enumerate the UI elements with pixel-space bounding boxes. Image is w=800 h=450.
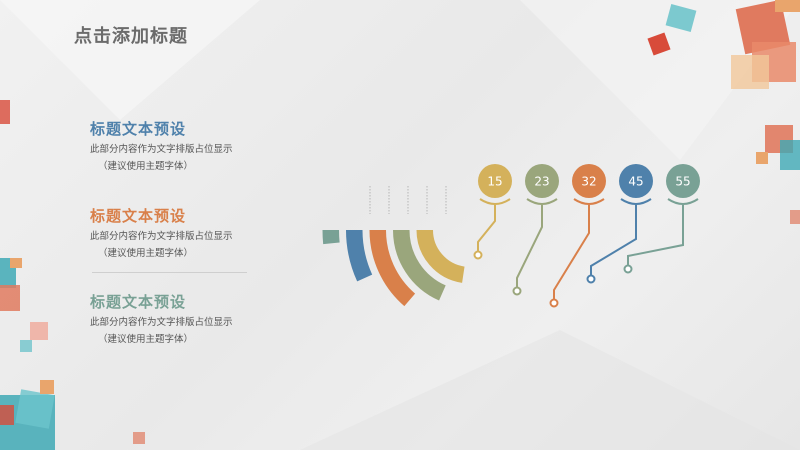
leader-dot: [549, 298, 559, 308]
arc-band: [346, 229, 373, 282]
text-block-1: 标题文本预设 此部分内容作为文字排版占位显示 （建议使用主题字体）: [90, 118, 320, 175]
block-body: 此部分内容作为文字排版占位显示 （建议使用主题字体）: [90, 314, 320, 348]
leader-line: [553, 205, 590, 300]
value-circle: [572, 164, 606, 198]
text-block-2: 标题文本预设 此部分内容作为文字排版占位显示 （建议使用主题字体）: [90, 205, 320, 262]
block-heading: 标题文本预设: [90, 120, 187, 138]
value-label: 32: [581, 175, 596, 189]
leader-line: [590, 205, 637, 276]
value-circle: [525, 164, 559, 198]
leader-bracket: [573, 198, 605, 205]
block-line: 此部分内容作为文字排版占位显示: [90, 144, 233, 155]
block-note: （建议使用主题字体）: [98, 334, 194, 345]
arc-band: [416, 229, 465, 283]
leader-bracket: [620, 198, 652, 205]
value-label: 23: [534, 175, 549, 189]
block-note: （建议使用主题字体）: [98, 161, 194, 172]
leader-dot: [512, 286, 522, 296]
leader-bracket: [526, 198, 558, 205]
block-body: 此部分内容作为文字排版占位显示 （建议使用主题字体）: [90, 228, 320, 262]
block-line: 此部分内容作为文字排版占位显示: [90, 317, 233, 328]
value-label: 15: [487, 175, 502, 189]
value-label: 45: [628, 175, 643, 189]
leader-dot: [473, 250, 483, 260]
leader-line: [627, 205, 684, 266]
text-block-3: 标题文本预设 此部分内容作为文字排版占位显示 （建议使用主题字体）: [90, 291, 320, 348]
arc-band: [369, 229, 416, 307]
value-label: 55: [675, 175, 690, 189]
block-line: 此部分内容作为文字排版占位显示: [90, 231, 233, 242]
block-heading: 标题文本预设: [90, 207, 187, 225]
leader-dot: [586, 274, 596, 284]
leader-bracket: [479, 198, 511, 205]
arc-band: [393, 229, 446, 301]
block-heading: 标题文本预设: [90, 293, 187, 311]
divider: [92, 272, 247, 273]
leader-bracket: [667, 198, 699, 205]
value-circle: [478, 164, 512, 198]
value-circle: [666, 164, 700, 198]
slide-title: 点击添加标题: [74, 26, 188, 47]
arc-band: [322, 229, 340, 245]
leader-dot: [623, 264, 633, 274]
value-circle: [619, 164, 653, 198]
leader-line: [477, 205, 496, 252]
block-note: （建议使用主题字体）: [98, 248, 194, 259]
leader-line: [516, 205, 543, 288]
block-body: 此部分内容作为文字排版占位显示 （建议使用主题字体）: [90, 141, 320, 175]
